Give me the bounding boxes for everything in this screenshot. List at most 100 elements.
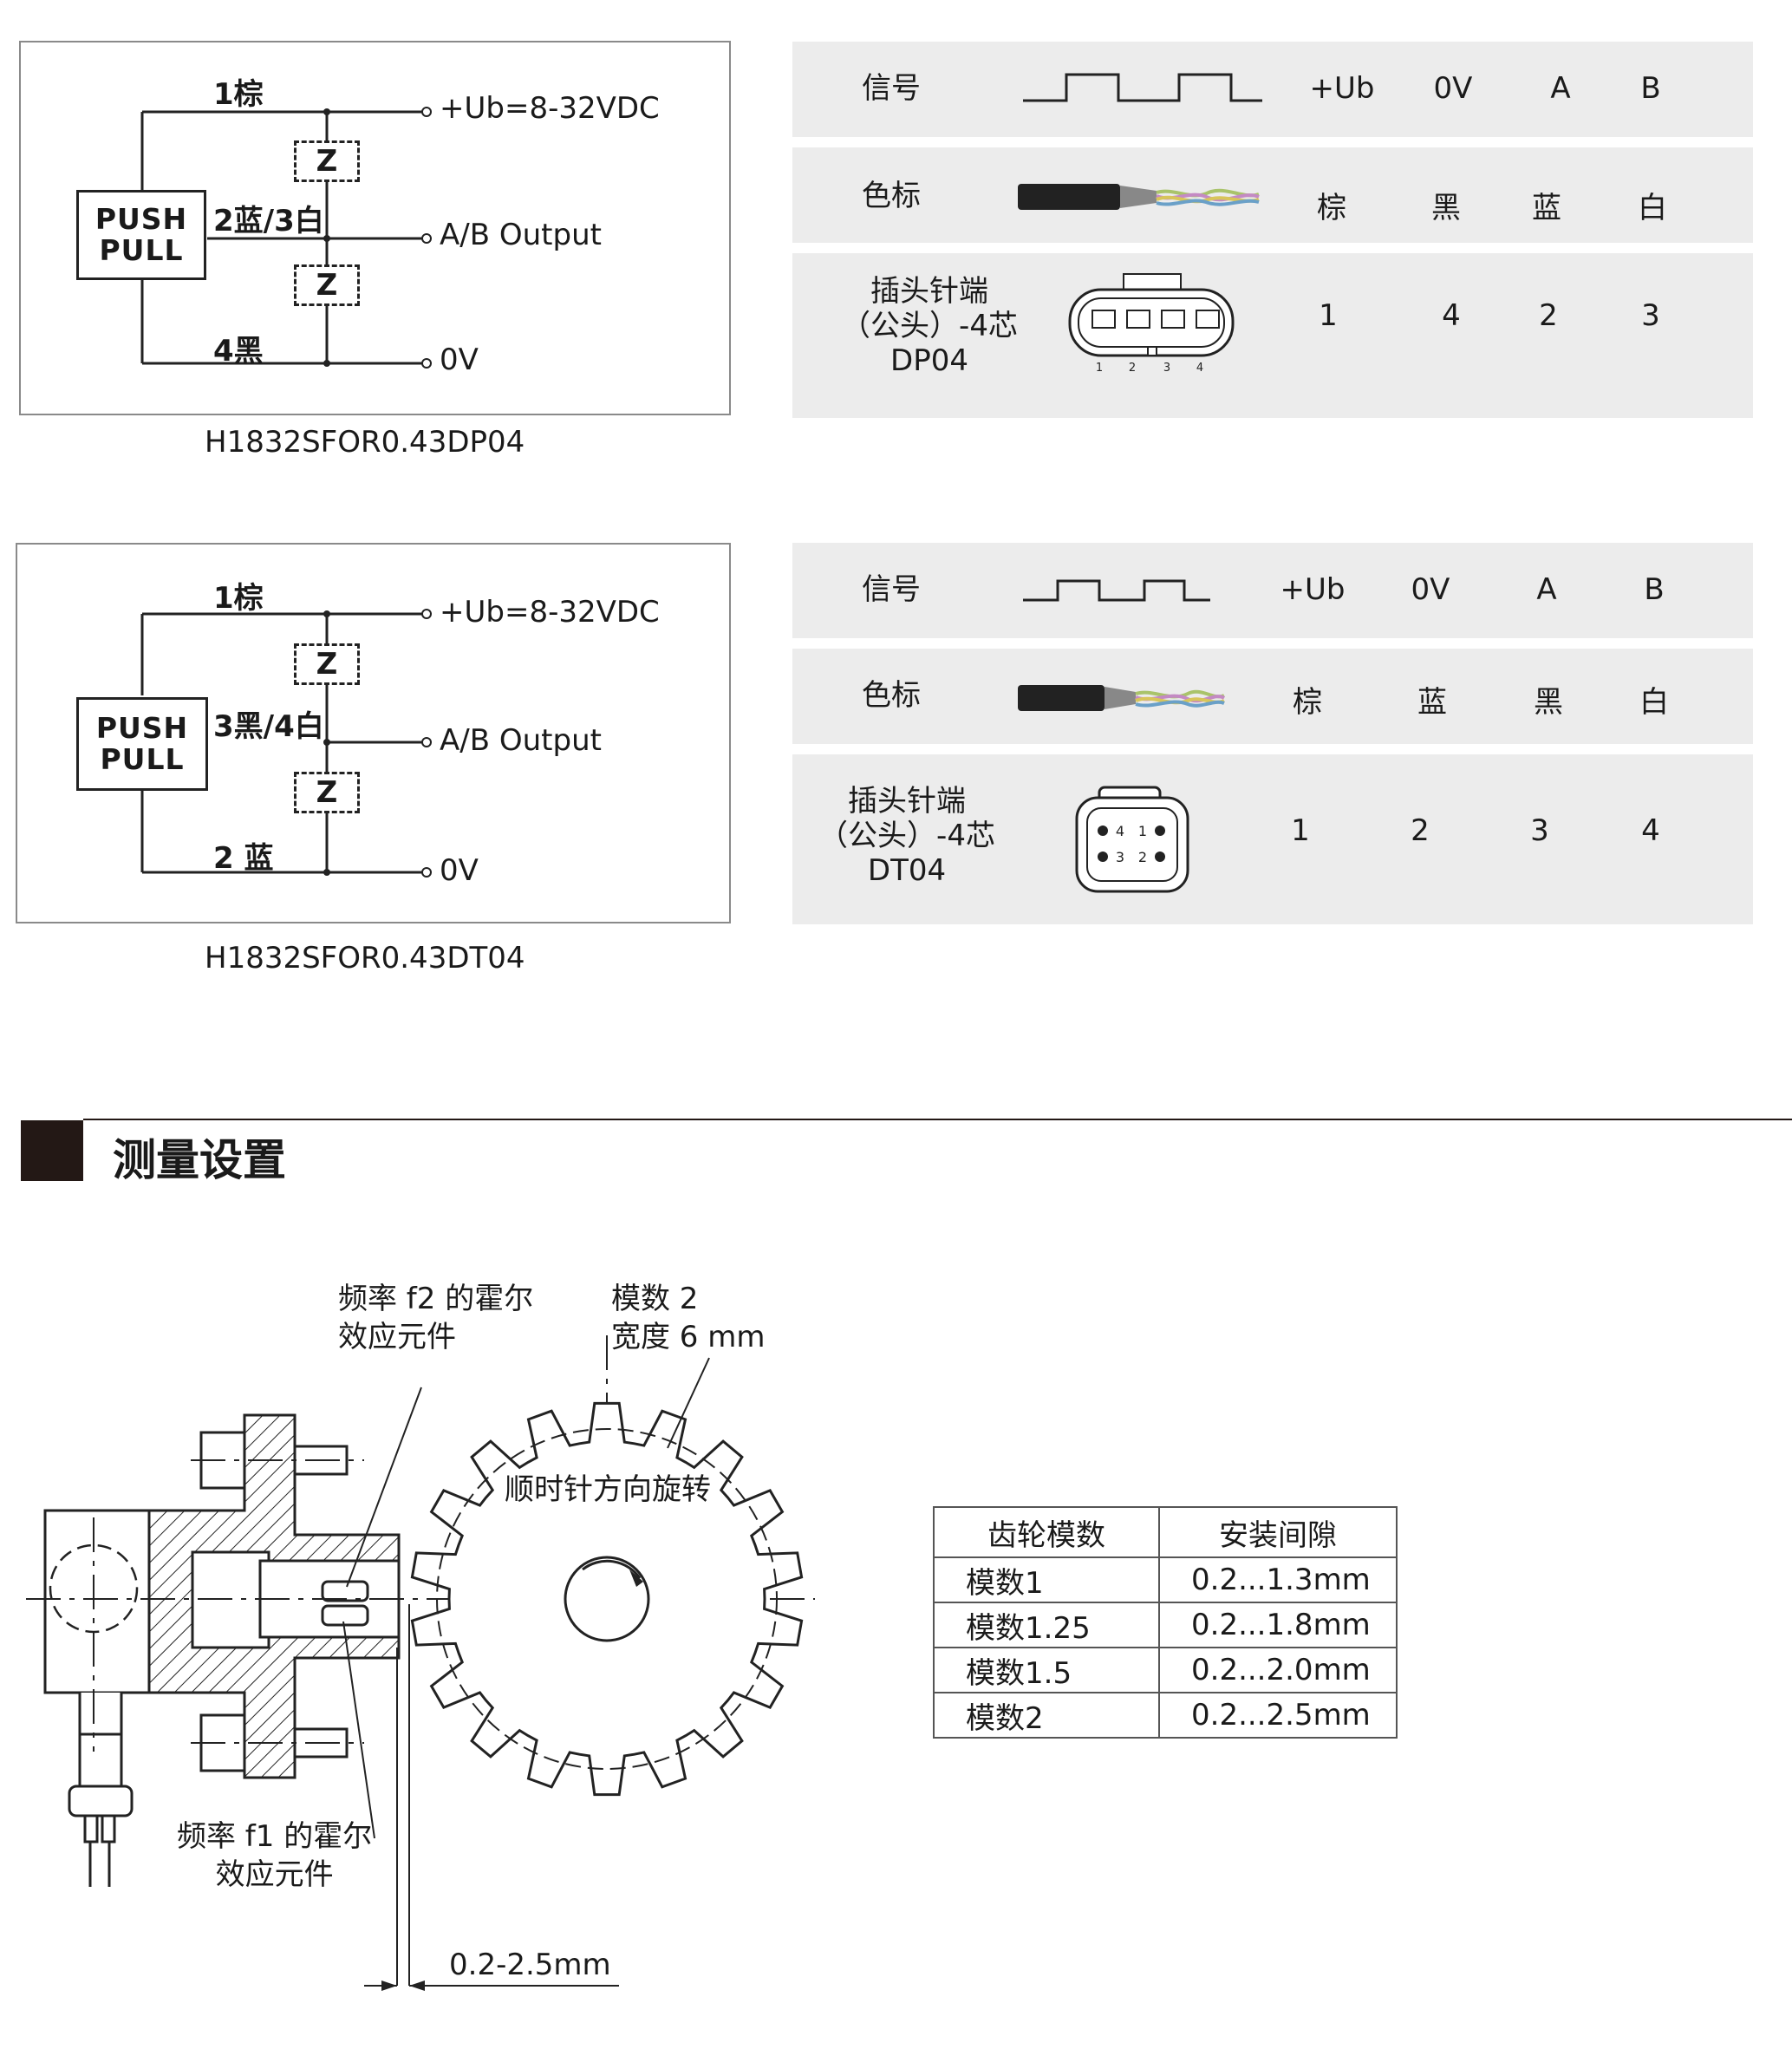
module-note: 模数 2 宽度 6 mm	[611, 1280, 766, 1356]
color-row: 色标 棕 蓝 黑 白	[792, 649, 1753, 744]
signal-a: A	[1536, 572, 1557, 607]
row-label: 色标	[862, 678, 921, 713]
row-label: 信号	[862, 71, 921, 106]
terminal-0v: 0V	[440, 853, 479, 888]
measurement-setup-drawing	[26, 1335, 815, 1991]
gap-dimension: 0.2-2.5mm	[449, 1948, 611, 1982]
conn-pin-3: 3	[1116, 849, 1124, 865]
note-line: 宽度 6 mm	[611, 1320, 766, 1354]
sensor-housing	[43, 1509, 151, 1694]
gap-cell: 0.2...1.8mm	[1158, 1602, 1398, 1648]
rotation-note: 顺时针方向旋转	[505, 1472, 711, 1507]
installation-gap-table: 齿轮模数 安装间隙 模数1 0.2...1.3mm 模数1.25 0.2...1…	[933, 1506, 1398, 1739]
wiring-lines-dt04	[140, 609, 432, 878]
pin-a: 2	[1539, 298, 1558, 333]
module-cell: 模数1	[933, 1556, 1160, 1603]
table-row: 模数2 0.2...2.5mm	[933, 1692, 1398, 1739]
wire-label-mid: 3黑/4白	[213, 709, 324, 744]
signal-0v: 0V	[1433, 71, 1473, 106]
color-row: 色标 棕 黑 蓝 白	[792, 147, 1753, 243]
note-line: 频率 f2 的霍尔	[338, 1282, 534, 1316]
terminal-0v: 0V	[440, 343, 479, 377]
signal-b: B	[1640, 71, 1661, 106]
label-line: DP04	[890, 343, 968, 378]
terminal-ab-output: A/B Output	[440, 218, 602, 252]
pin-ub: 1	[1291, 813, 1310, 848]
wiring-lines-dp04	[140, 107, 432, 369]
model-code-dt04: H1832SFOR0.43DT04	[205, 941, 525, 976]
conn-pin-4: 4	[1116, 823, 1124, 839]
wire-label-brown: 1棕	[213, 581, 264, 616]
signal-row: 信号 +Ub 0V A B	[792, 42, 1753, 137]
table-row: 模数1.5 0.2...2.0mm	[933, 1647, 1398, 1693]
signal-row: 信号 +Ub 0V A B	[792, 543, 1753, 638]
signal-b: B	[1644, 572, 1665, 607]
cable-icon	[1018, 685, 1226, 711]
sensor-f1-note: 频率 f1 的霍尔 效应元件	[177, 1817, 372, 1894]
module-cell: 模数1.5	[933, 1647, 1160, 1693]
label-line: 插头针端	[870, 274, 988, 309]
gear-hub	[564, 1556, 650, 1642]
wire-label-mid: 2蓝/3白	[213, 204, 324, 238]
pull-text: PULL	[99, 233, 184, 267]
color-white: 白	[1639, 685, 1669, 720]
model-code-dp04: H1832SFOR0.43DP04	[205, 425, 525, 460]
pin-row: 插头针端 （公头）-4芯 DT04 4 1 3 2 1 2 3 4	[792, 754, 1753, 924]
color-brown: 棕	[1317, 191, 1346, 225]
header-gear-module: 齿轮模数	[933, 1506, 1160, 1558]
pin-ub: 1	[1319, 298, 1338, 333]
conn-pin-2: 2	[1138, 849, 1147, 865]
sensor-f2-note: 频率 f2 的霍尔 效应元件	[338, 1280, 533, 1356]
row-label: 插头针端 （公头）-4芯 DP04	[841, 274, 1018, 378]
color-blue: 蓝	[1417, 685, 1447, 720]
module-cell: 模数2	[933, 1692, 1160, 1739]
conn-pin-3: 3	[1163, 362, 1170, 375]
z-diode-lower: Z	[294, 264, 360, 306]
gap-cell: 0.2...1.3mm	[1158, 1556, 1398, 1603]
pull-text: PULL	[100, 742, 185, 776]
cable-icon	[1018, 184, 1260, 210]
note-line: 模数 2	[611, 1282, 699, 1316]
rotation-arrow	[582, 1559, 642, 1579]
pin-table-dp04: 信号 +Ub 0V A B 色标 棕 黑 蓝 白 插头针端 （公头）-4芯	[792, 42, 1753, 418]
pin-0v: 2	[1411, 813, 1430, 848]
color-brown: 棕	[1293, 685, 1322, 720]
push-pull-block: PUSH PULL	[76, 697, 208, 791]
color-black: 黑	[1431, 191, 1461, 225]
square-wave-icon	[1023, 73, 1262, 102]
section-title: 测量设置	[113, 1135, 286, 1185]
table-header-row: 齿轮模数 安装间隙	[933, 1506, 1398, 1558]
wiring-diagram-dt04: PUSH PULL Z Z 1棕 3黑/4白 2 蓝 +Ub=8-32VDC A…	[16, 543, 731, 923]
conn-pin-2: 2	[1129, 362, 1136, 375]
label-line: 插头针端	[848, 784, 966, 819]
color-white: 白	[1638, 191, 1667, 225]
row-label: 信号	[862, 572, 921, 607]
row-label: 色标	[862, 179, 921, 213]
signal-ub: +Ub	[1309, 71, 1375, 106]
note-line: 效应元件	[215, 1857, 334, 1892]
push-text: PUSH	[95, 711, 189, 745]
pin-b: 4	[1641, 813, 1660, 848]
cable-gland	[68, 1785, 134, 1817]
wire-label-blue: 2 蓝	[213, 841, 274, 876]
row-label: 插头针端 （公头）-4芯 DT04	[818, 784, 995, 888]
label-line: （公头）-4芯	[841, 309, 1018, 343]
header-install-gap: 安装间隙	[1158, 1506, 1398, 1558]
push-text: PUSH	[94, 202, 188, 236]
table-row: 模数1.25 0.2...1.8mm	[933, 1602, 1398, 1648]
pin-b: 3	[1641, 298, 1660, 333]
wire-label-black: 4黑	[213, 334, 264, 369]
signal-a: A	[1550, 71, 1571, 106]
gap-cell: 0.2...2.5mm	[1158, 1692, 1398, 1739]
pin-row: 插头针端 （公头）-4芯 DP04 1 2 3 4 1 4 2 3	[792, 253, 1753, 418]
z-diode-upper: Z	[294, 140, 360, 182]
note-line: 频率 f1 的霍尔	[177, 1819, 373, 1854]
wire-label-brown: 1棕	[213, 77, 264, 112]
pin-a: 3	[1530, 813, 1549, 848]
section-heading: 测量设置	[21, 1119, 1792, 1185]
label-line: （公头）-4芯	[818, 819, 995, 853]
dt04-connector-icon: 4 1 3 2	[1075, 786, 1189, 893]
terminal-ab-output: A/B Output	[440, 723, 602, 758]
signal-ub: +Ub	[1280, 572, 1346, 607]
terminal-ub: +Ub=8-32VDC	[440, 91, 660, 126]
